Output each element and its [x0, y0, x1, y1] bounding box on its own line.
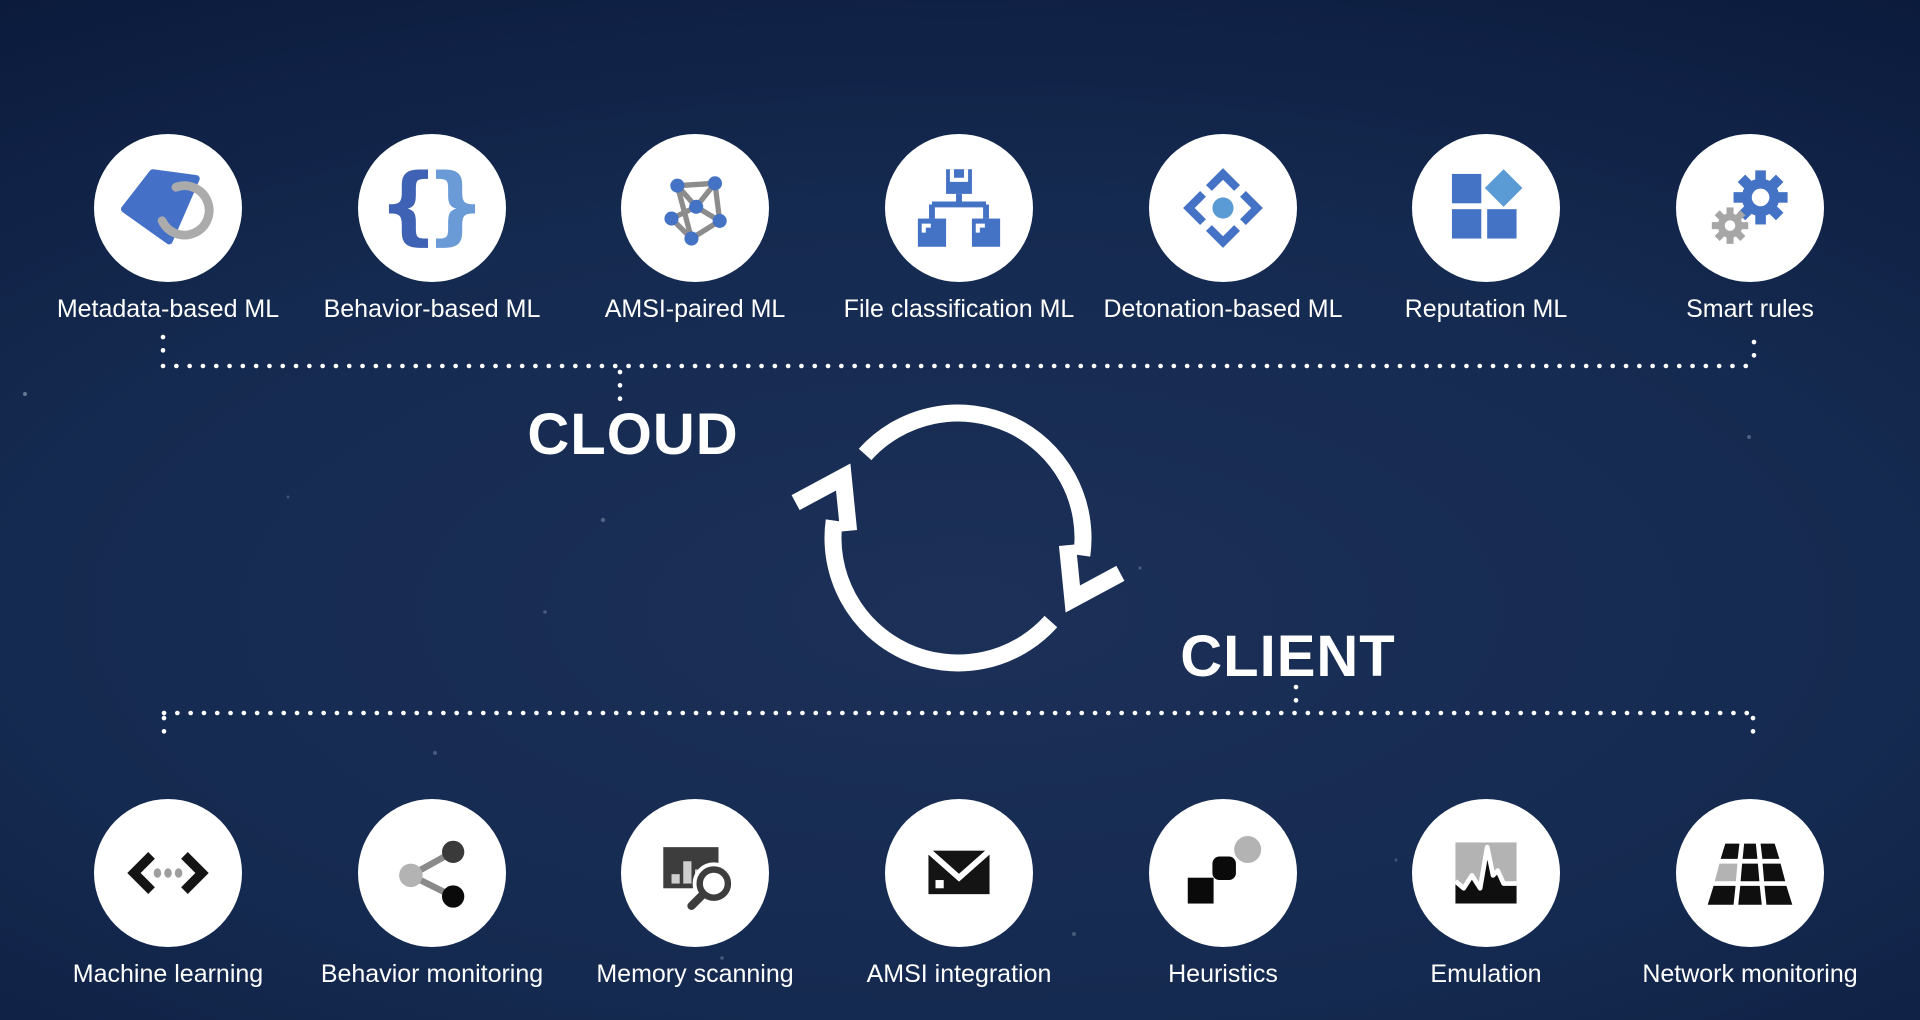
cloud-feature-smart-rules: Smart rules [1620, 134, 1880, 323]
cloud-feature-file-classification-ml: File classification ML [829, 134, 1089, 323]
waveform-chart-icon-circle [1412, 799, 1560, 947]
cloud-section-label: CLOUD [527, 402, 739, 467]
feature-label: Memory scanning [596, 960, 794, 988]
target-chevrons-icon-circle [1149, 134, 1297, 282]
feature-label: Detonation-based ML [1103, 295, 1343, 323]
cloud-feature-behavior-based-ml: {} Behavior-based ML [302, 134, 562, 323]
shapes-icon-circle [1149, 799, 1297, 947]
feature-label: File classification ML [843, 295, 1075, 323]
code-brackets-icon [127, 852, 209, 894]
squares-diamond-icon-circle [1412, 134, 1560, 282]
hierarchy-icon-circle [885, 134, 1033, 282]
client-boundary-dotted-line [161, 684, 1756, 744]
client-feature-heuristics: Heuristics [1093, 799, 1353, 988]
waveform-chart-icon [1453, 842, 1517, 904]
share-nodes-icon-circle [358, 799, 506, 947]
feature-label: Network monitoring [1642, 960, 1858, 988]
feature-label: Reputation ML [1404, 295, 1568, 323]
gears-icon [1711, 170, 1788, 244]
feature-label: AMSI integration [866, 960, 1052, 988]
feature-label: Behavior-based ML [323, 295, 541, 323]
feature-label: Behavior monitoring [320, 960, 544, 988]
envelope-icon [926, 848, 992, 895]
braces-icon: {} [385, 161, 479, 254]
feature-label: Heuristics [1168, 960, 1278, 988]
gears-icon-circle [1676, 134, 1824, 282]
client-feature-emulation: Emulation [1356, 799, 1616, 988]
client-feature-memory-scanning: Memory scanning [565, 799, 825, 988]
cloud-feature-amsi-paired-ml: AMSI-paired ML [565, 134, 825, 323]
feature-label: AMSI-paired ML [604, 295, 786, 323]
code-brackets-icon-circle [94, 799, 242, 947]
svg-text:{: { [385, 161, 439, 254]
hierarchy-icon [917, 169, 1001, 247]
feature-label: Machine learning [72, 960, 264, 988]
background-stars [23, 392, 1751, 960]
cloud-boundary-dotted-line [160, 334, 1757, 405]
svg-text:}: } [425, 161, 479, 254]
client-feature-behavior-monitoring: Behavior monitoring [302, 799, 562, 988]
chart-magnifier-icon [663, 847, 735, 912]
cloud-feature-detonation-based-ml: Detonation-based ML [1093, 134, 1353, 323]
envelope-icon-circle [885, 799, 1033, 947]
squares-diamond-icon [1451, 169, 1523, 239]
tag-icon-circle [94, 134, 242, 282]
shapes-icon [1187, 835, 1262, 904]
feature-label: Emulation [1430, 960, 1542, 988]
tag-icon [121, 169, 214, 245]
client-section-label: CLIENT [1180, 624, 1396, 689]
target-chevrons-icon [1183, 168, 1263, 248]
grid-tiles-icon [1707, 843, 1793, 905]
sync-arrows-icon [791, 404, 1125, 672]
feature-label: Metadata-based ML [56, 295, 280, 323]
grid-tiles-icon-circle [1676, 799, 1824, 947]
chart-magnifier-icon-circle [621, 799, 769, 947]
share-nodes-icon [399, 840, 465, 908]
cloud-feature-metadata-based-ml: Metadata-based ML [38, 134, 298, 323]
braces-icon-circle: {} [358, 134, 506, 282]
feature-label: Smart rules [1686, 295, 1814, 323]
cloud-feature-reputation-ml: Reputation ML [1356, 134, 1616, 323]
client-feature-network-monitoring: Network monitoring [1620, 799, 1880, 988]
network-graph-icon-circle [621, 134, 769, 282]
network-graph-icon [664, 176, 727, 246]
client-feature-amsi-integration: AMSI integration [829, 799, 1089, 988]
client-feature-machine-learning: Machine learning [38, 799, 298, 988]
